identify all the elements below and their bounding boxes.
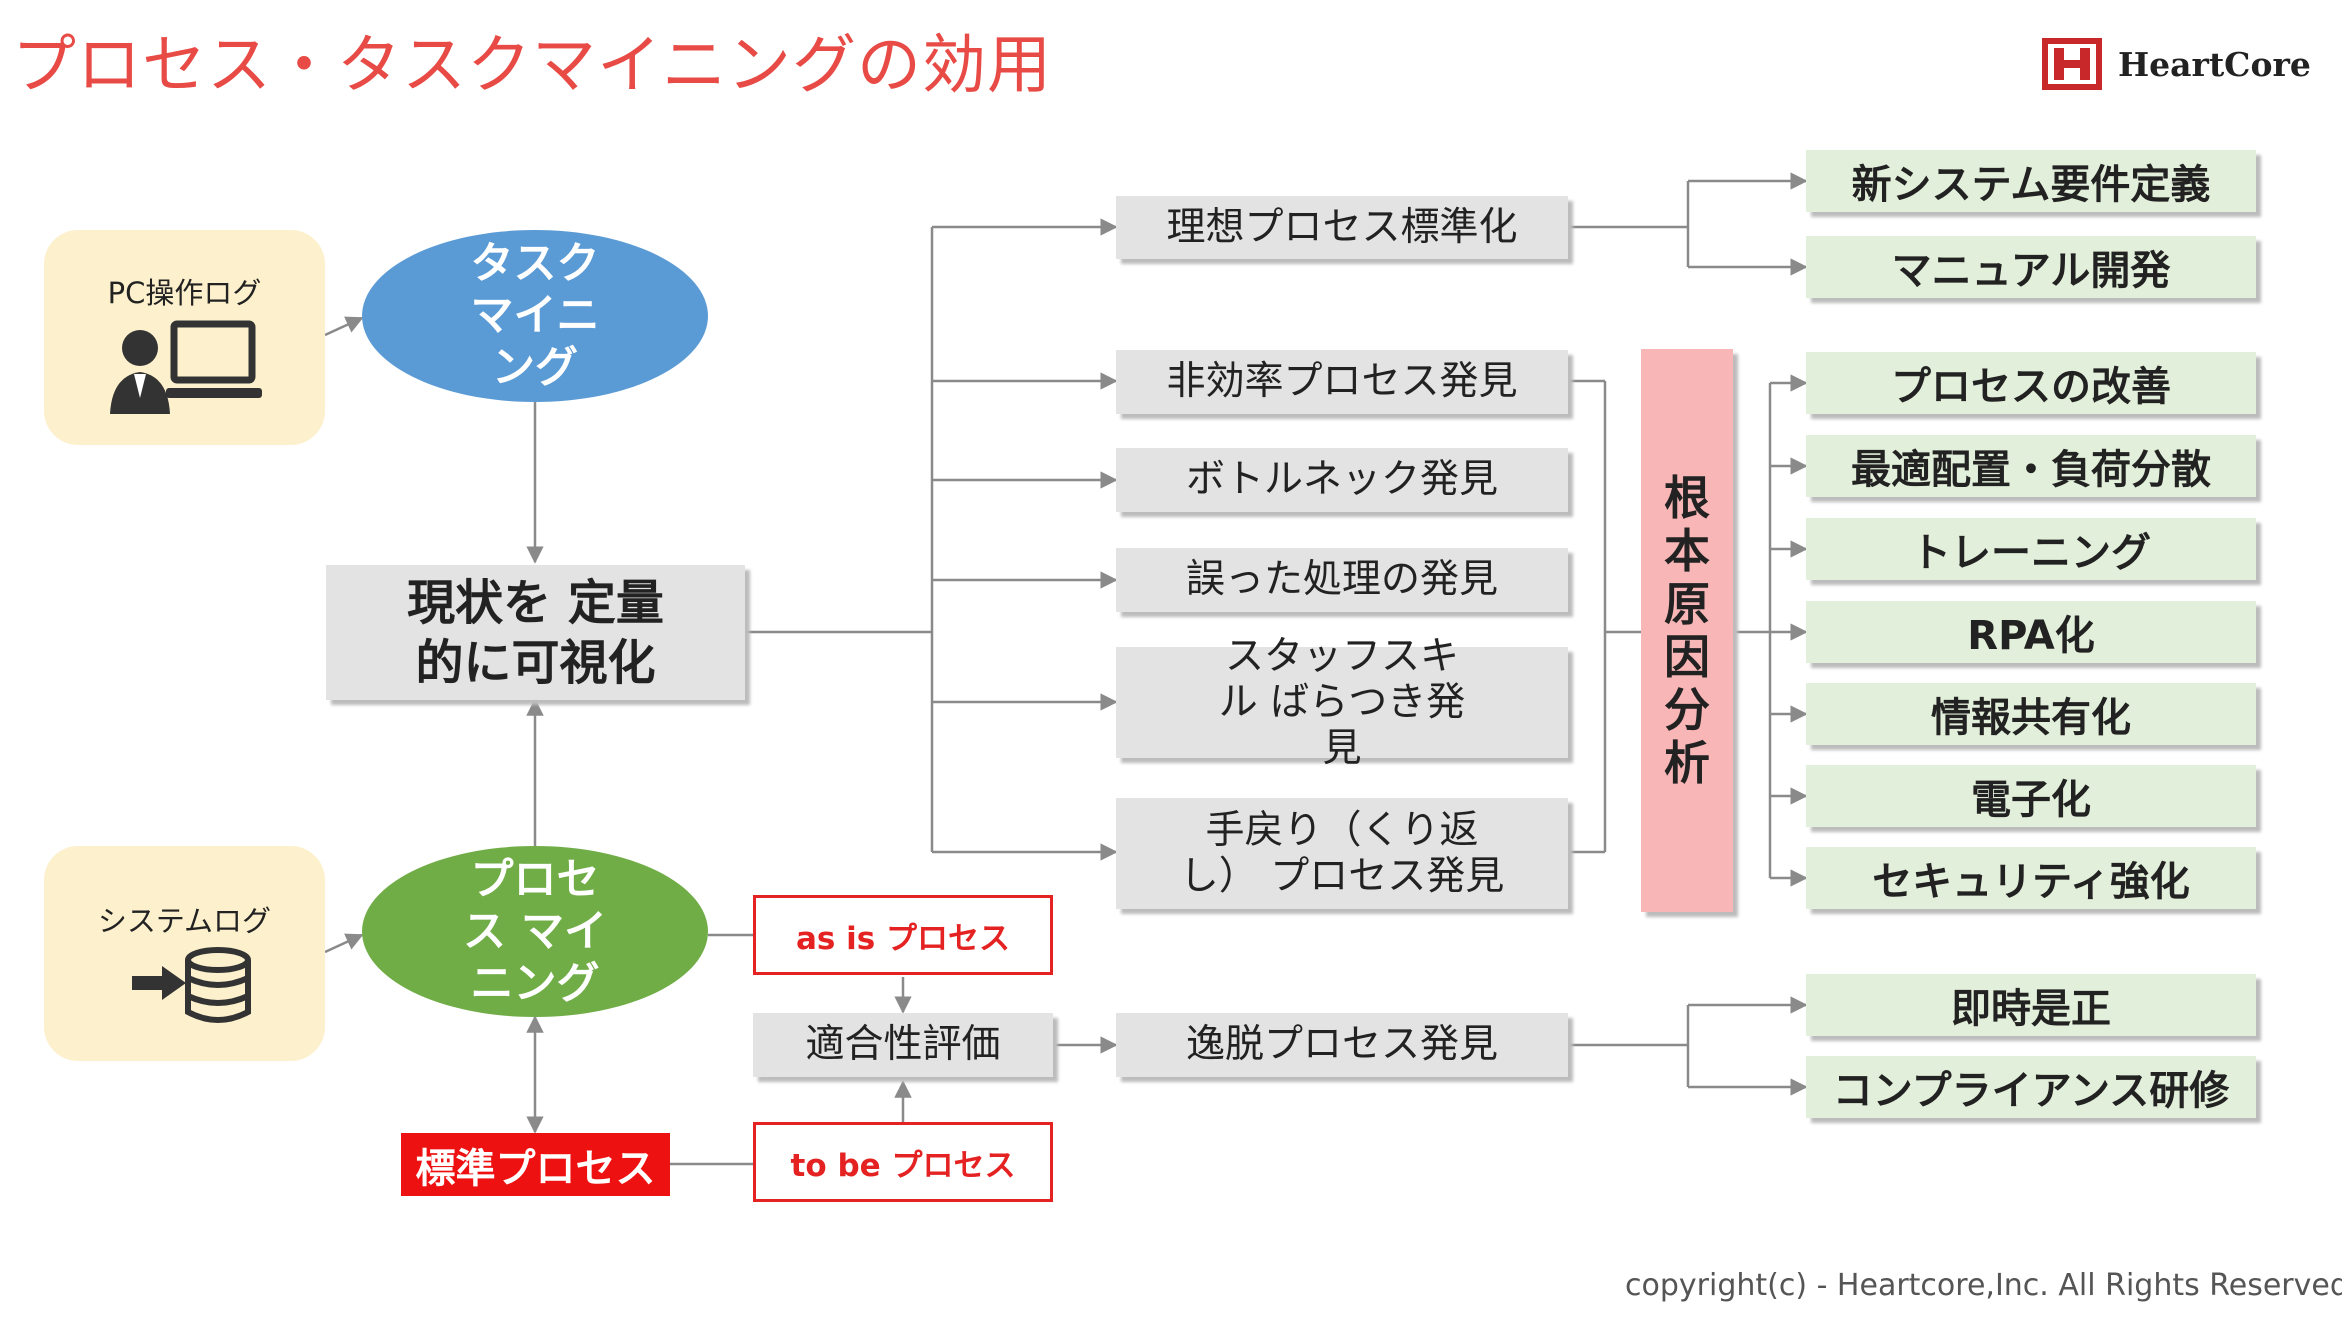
- pc-log-source: PC操作ログ: [44, 230, 325, 445]
- heartcore-logo-icon: [2042, 38, 2102, 90]
- root-cause-analysis-label: 根本原因分析: [1664, 470, 1710, 790]
- outcome-information-sharing: 情報共有化: [1806, 683, 2256, 745]
- company-logo: HeartCore: [2040, 34, 2320, 94]
- logo-text: HeartCore: [2118, 44, 2311, 84]
- outcome-compliance-training: コンプライアンス研修: [1806, 1056, 2256, 1118]
- outcome-new-system-requirements: 新システム要件定義: [1806, 150, 2256, 212]
- to-be-process-node: to be プロセス: [753, 1122, 1053, 1202]
- outcome-manual-development: マニュアル開発: [1806, 236, 2256, 298]
- finding-rework-process: 手戻り（くり返し） プロセス発見: [1116, 798, 1568, 909]
- outcome-rpa: RPA化: [1806, 601, 2256, 663]
- finding-mistake: 誤った処理の発見: [1116, 548, 1568, 612]
- copyright-footer: copyright(c) - Heartcore,Inc. All Rights…: [1625, 1268, 2342, 1303]
- outcome-digitization: 電子化: [1806, 765, 2256, 827]
- outcome-security-enhancement: セキュリティ強化: [1806, 847, 2256, 909]
- root-cause-analysis-node: 根本原因分析: [1641, 349, 1733, 912]
- standard-process-node: 標準プロセス: [401, 1133, 670, 1196]
- task-mining-node: タスク マイニング: [362, 230, 708, 402]
- finding-deviation-process: 逸脱プロセス発見: [1116, 1013, 1568, 1077]
- system-log-label: システムログ: [97, 904, 272, 938]
- finding-skill-variance: スタッフスキル ばらつき発見: [1116, 634, 1568, 771]
- quantitative-visualization-node: 現状を 定量的に可視化: [326, 565, 745, 700]
- pc-user-icon: [110, 320, 262, 414]
- finding-bottleneck: ボトルネック発見: [1116, 448, 1568, 512]
- conformance-evaluation-node: 適合性評価: [753, 1013, 1053, 1077]
- as-is-process-node: as is プロセス: [753, 895, 1053, 975]
- outcome-immediate-correction: 即時是正: [1806, 974, 2256, 1036]
- outcome-optimal-allocation: 最適配置・負荷分散: [1806, 435, 2256, 497]
- outcome-process-improvement: プロセスの改善: [1806, 352, 2256, 414]
- pc-log-label: PC操作ログ: [107, 276, 262, 310]
- finding-inefficient-process: 非効率プロセス発見: [1116, 350, 1568, 414]
- outcome-training: トレーニング: [1806, 518, 2256, 580]
- process-mining-node: プロセス マイニング: [362, 846, 708, 1017]
- database-import-icon: [132, 947, 251, 1023]
- page-title: プロセス・タスクマイニングの効用: [12, 29, 1052, 103]
- finding-ideal-process: 理想プロセス標準化: [1116, 196, 1568, 259]
- system-log-source: システムログ: [44, 846, 325, 1061]
